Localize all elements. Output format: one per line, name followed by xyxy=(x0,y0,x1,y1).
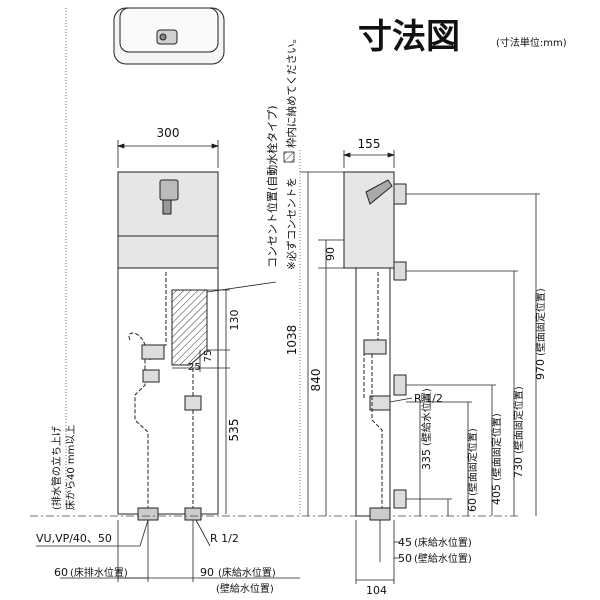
inner-offset-label: 25 xyxy=(188,362,201,373)
thread-side-label: R 1/2 xyxy=(414,392,443,405)
outlet-height-label: 130 xyxy=(228,310,241,331)
wall-fix-60-label: (壁面固定位置) xyxy=(466,428,479,496)
outlet-note-2: 枠内に納めてください。 xyxy=(285,33,298,148)
wall-fix-970: 970 xyxy=(534,359,547,380)
outlet-leader xyxy=(206,281,277,293)
floor-45: 45 xyxy=(398,536,412,549)
wall-fix-405: 405 xyxy=(490,484,503,505)
outlet-label: コンセント位置(自動水栓タイプ) xyxy=(265,105,279,268)
side-view xyxy=(343,171,407,521)
outlet-note: ※必ずコンセントを xyxy=(285,177,298,270)
drawing-title: 寸法図 xyxy=(358,17,460,57)
dim-side-width xyxy=(342,150,396,168)
drain-note-1: (排水管の立ち上げ xyxy=(50,426,63,510)
front-width-label: 300 xyxy=(157,126,180,140)
floor-50-label: (壁給水位置) xyxy=(414,552,472,565)
floor-supply-90: 90 xyxy=(200,566,214,579)
drain-note-2: 床から40 mm以上 xyxy=(64,425,77,510)
unit-note: (寸法単位:mm) xyxy=(496,36,567,49)
wall-fix-970-label: (壁面固定位置) xyxy=(534,288,547,356)
dim-side-floor xyxy=(355,520,400,584)
floor-drain-label: (床排水位置) xyxy=(70,566,128,579)
front-view xyxy=(117,171,219,521)
dim-front-width xyxy=(116,140,220,168)
wall-fix-730-label: (壁面固定位置) xyxy=(512,386,525,454)
wall-fix-730: 730 xyxy=(512,457,525,478)
wall-fix-405-label: (壁面固定位置) xyxy=(490,413,503,481)
hatch-legend-icon xyxy=(283,151,295,163)
floor-45-label: (床給水位置) xyxy=(414,536,472,549)
thread-front-label: R 1/2 xyxy=(210,532,239,545)
outlet-offset-label: 75 xyxy=(203,350,214,363)
floor-50: 50 xyxy=(398,552,412,565)
wall-supply-335: 335 xyxy=(420,449,433,470)
wall-fix-60: 60 xyxy=(466,498,479,512)
dim-front-floor xyxy=(60,520,300,582)
floor-drain-60: 60 xyxy=(54,566,68,579)
depth-104: 104 xyxy=(366,584,387,597)
pipe-label: VU,VP/40、50 xyxy=(36,532,112,545)
side-width-label: 155 xyxy=(358,137,381,151)
floor-supply-label: (床給水位置) xyxy=(218,566,276,579)
top-gap-label: 90 xyxy=(324,247,337,261)
dim-wall-fix xyxy=(406,193,540,516)
top-view xyxy=(113,7,225,65)
dim-90 xyxy=(318,239,356,269)
bowl-height-label: 840 xyxy=(309,369,323,392)
supply-height-front-label: 535 xyxy=(227,419,241,442)
wall-supply-label-front: (壁給水位置) xyxy=(216,582,274,595)
wall-supply-335-label: (壁給水位置) xyxy=(420,388,433,446)
total-height-label: 1038 xyxy=(285,325,299,356)
dim-outlet xyxy=(172,289,230,372)
dim-1038 xyxy=(300,171,344,516)
